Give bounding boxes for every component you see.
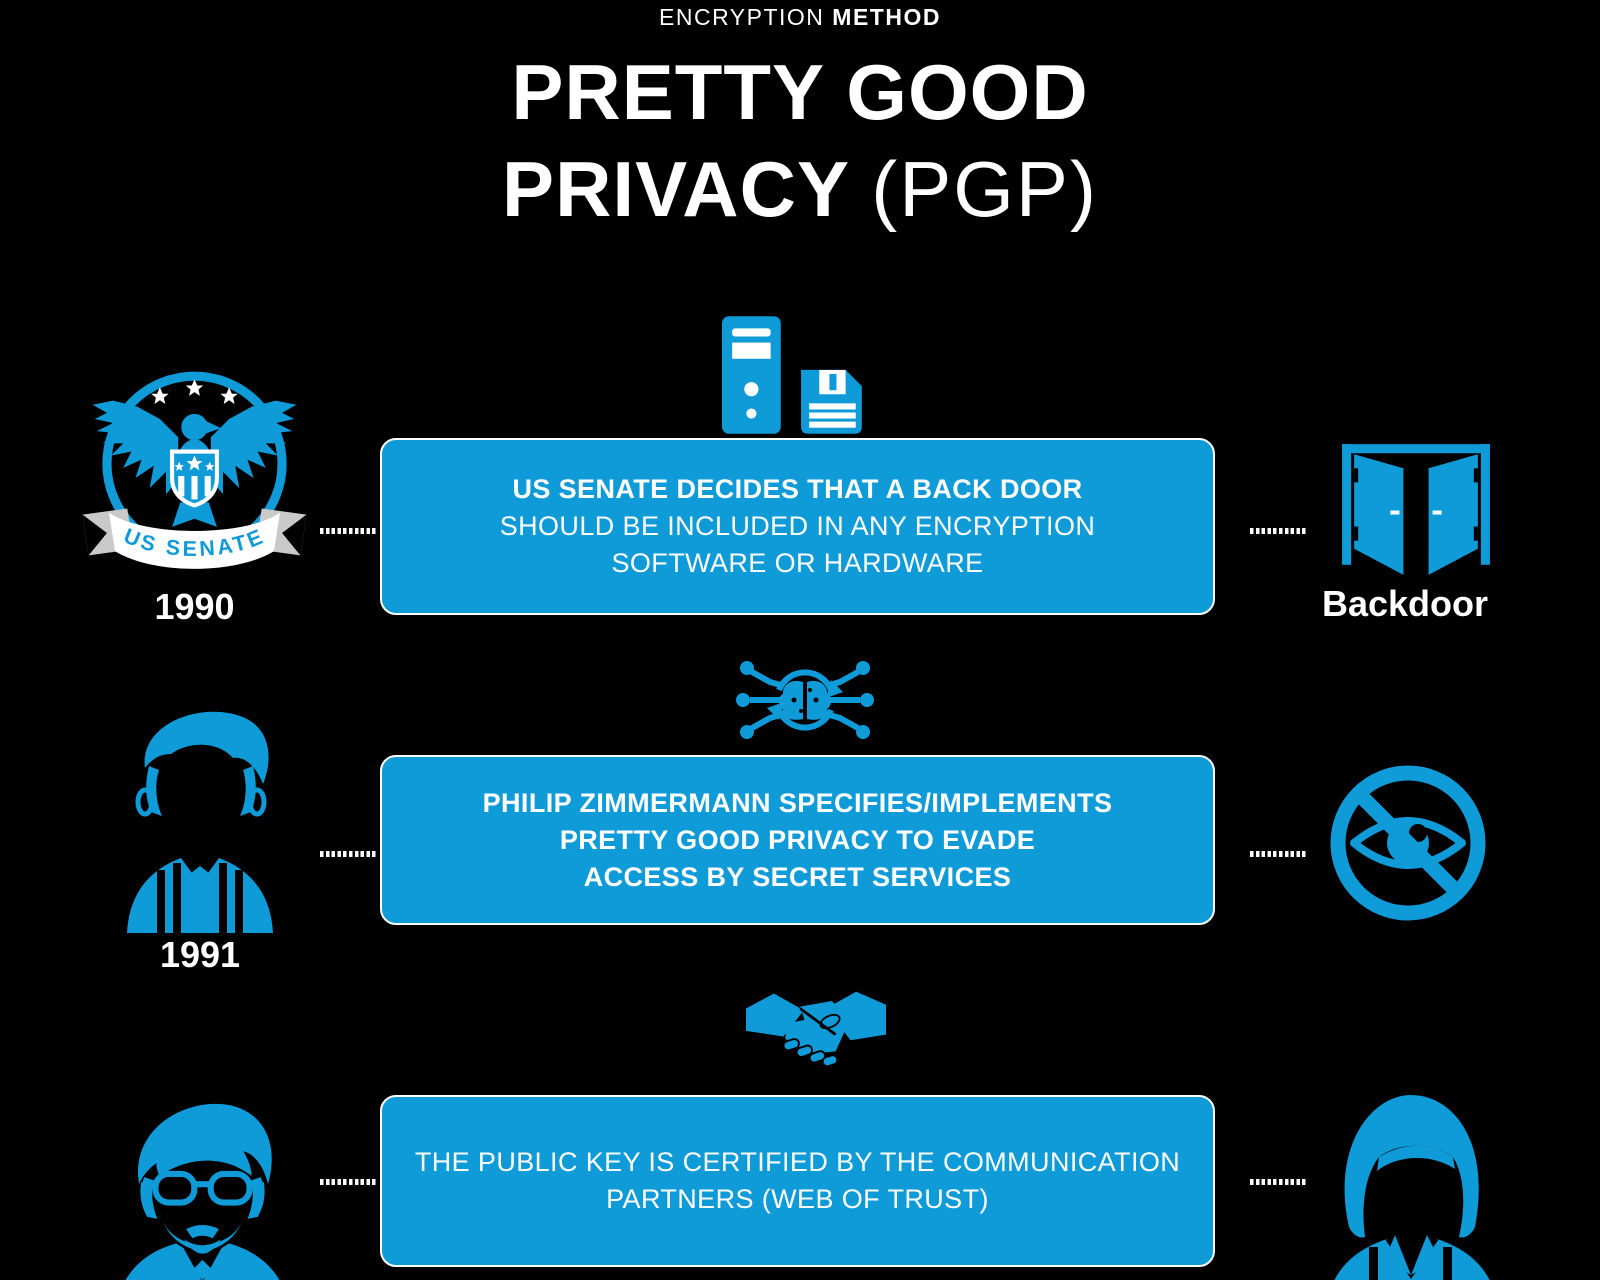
computer-tower-icon (722, 316, 781, 434)
suspender-gaps (1369, 1247, 1452, 1280)
refresh-arrows (767, 669, 843, 731)
hair (144, 711, 269, 784)
badge-shield-stars-stripes (174, 455, 215, 500)
badge-stars (151, 379, 238, 404)
ear-right (247, 787, 267, 817)
ear-left (135, 787, 155, 817)
timeline-box-1991: PHILIP ZIMMERMANN SPECIFIES/IMPLEMENTS P… (380, 755, 1215, 925)
backdoor-label: Backdoor (1321, 583, 1489, 624)
hair (1344, 1095, 1479, 1238)
communication-partner-avatar-icon (1315, 1083, 1505, 1280)
timeline-box-web-of-trust: THE PUBLIC KEY IS CERTIFIED BY THE COMMU… (380, 1095, 1215, 1267)
tie (190, 866, 210, 933)
avatar-vest-svg (1334, 1095, 1490, 1280)
title-line2-light: (PGP) (871, 145, 1098, 233)
avatar-glasses-svg (125, 1103, 280, 1280)
title-line2: PRIVACY (PGP) (0, 141, 1600, 238)
handshake-shapes (746, 991, 886, 1068)
kicker-light: ENCRYPTION (659, 4, 825, 30)
computer-and-floppy-icon (722, 314, 874, 436)
prohibition-ring (1330, 765, 1486, 921)
dotted-connector (1250, 851, 1306, 857)
kicker: ENCRYPTION METHOD (0, 4, 1600, 31)
kicker-bold: METHOD (832, 4, 941, 30)
dotted-connector (1250, 528, 1306, 534)
box2-line2: PRETTY GOOD PRIVACY TO EVADE (559, 824, 1036, 855)
tie-knot (192, 1259, 213, 1280)
glasses (142, 1170, 263, 1206)
suspender-gaps (157, 863, 243, 933)
box1-line3: SOFTWARE OR HARDWARE (611, 548, 984, 578)
box1-line2: SHOULD BE INCLUDED IN ANY ENCRYPTION (499, 511, 1096, 541)
handshake-icon (746, 980, 886, 1078)
hair (137, 1103, 272, 1185)
hand-separation (799, 1007, 837, 1036)
sideburn-left (140, 1182, 158, 1219)
doors-svg (1342, 444, 1490, 575)
us-senate-badge-icon: US SENATE (72, 366, 317, 590)
eye-highlight (1409, 824, 1427, 842)
us-senate-badge-svg: US SENATE (82, 371, 307, 569)
title-line1: PRETTY GOOD (511, 48, 1089, 136)
badge-ribbon: US SENATE (82, 508, 307, 569)
philip-zimmermann-avatar-icon (105, 698, 295, 933)
door-handle-left (1390, 510, 1400, 515)
door-frame (1342, 444, 1490, 565)
door-left (1354, 454, 1404, 575)
door-handle-right (1432, 510, 1442, 515)
brain-circuit-svg (736, 661, 874, 739)
man-with-glasses-avatar-icon (100, 1086, 305, 1280)
box2-line1: PHILIP ZIMMERMANN SPECIFIES/IMPLEMENTS (482, 787, 1113, 818)
handshake-svg (746, 991, 886, 1068)
box1-line1: US SENATE DECIDES THAT A BACK DOOR (512, 474, 1083, 504)
no-eye-svg (1330, 765, 1486, 921)
title-line2-bold: PRIVACY (502, 145, 849, 233)
fringe (1377, 1145, 1455, 1171)
dotted-connector (320, 1179, 376, 1185)
dotted-connector (320, 528, 376, 534)
circuit-left (736, 661, 785, 739)
circuit-right (825, 661, 874, 739)
sideburn-right (247, 1182, 265, 1219)
lapel-left (1385, 1235, 1411, 1275)
beard (159, 1210, 246, 1254)
no-spying-eye-icon (1320, 755, 1496, 931)
box3-line1: THE PUBLIC KEY IS CERTIFIED BY THE COMMU… (414, 1147, 1181, 1177)
box2-line3: ACCESS BY SECRET SERVICES (583, 861, 1012, 892)
backdoor-doors-icon (1328, 434, 1504, 580)
door-hinges (1354, 468, 1478, 541)
lapel-right (1411, 1235, 1439, 1275)
box3-line2: PARTNERS (WEB OF TRUST) (606, 1184, 989, 1214)
dotted-connector (320, 851, 376, 857)
prohibition-slash (1355, 790, 1461, 896)
avatar-tie-svg (127, 711, 273, 933)
year-1990-label: 1990 (154, 586, 235, 627)
computer-floppy-svg (722, 316, 862, 434)
brain-circuit-icon (730, 648, 880, 753)
door-right (1428, 454, 1478, 575)
year-1991-label: 1991 (159, 934, 241, 975)
timeline-box-1990: US SENATE DECIDES THAT A BACK DOOR SHOUL… (380, 438, 1215, 615)
page-title: PRETTY GOOD PRIVACY (PGP) (0, 44, 1600, 238)
brain (778, 680, 832, 720)
floppy-disk-icon (801, 369, 862, 434)
dotted-connector (1250, 1179, 1306, 1185)
